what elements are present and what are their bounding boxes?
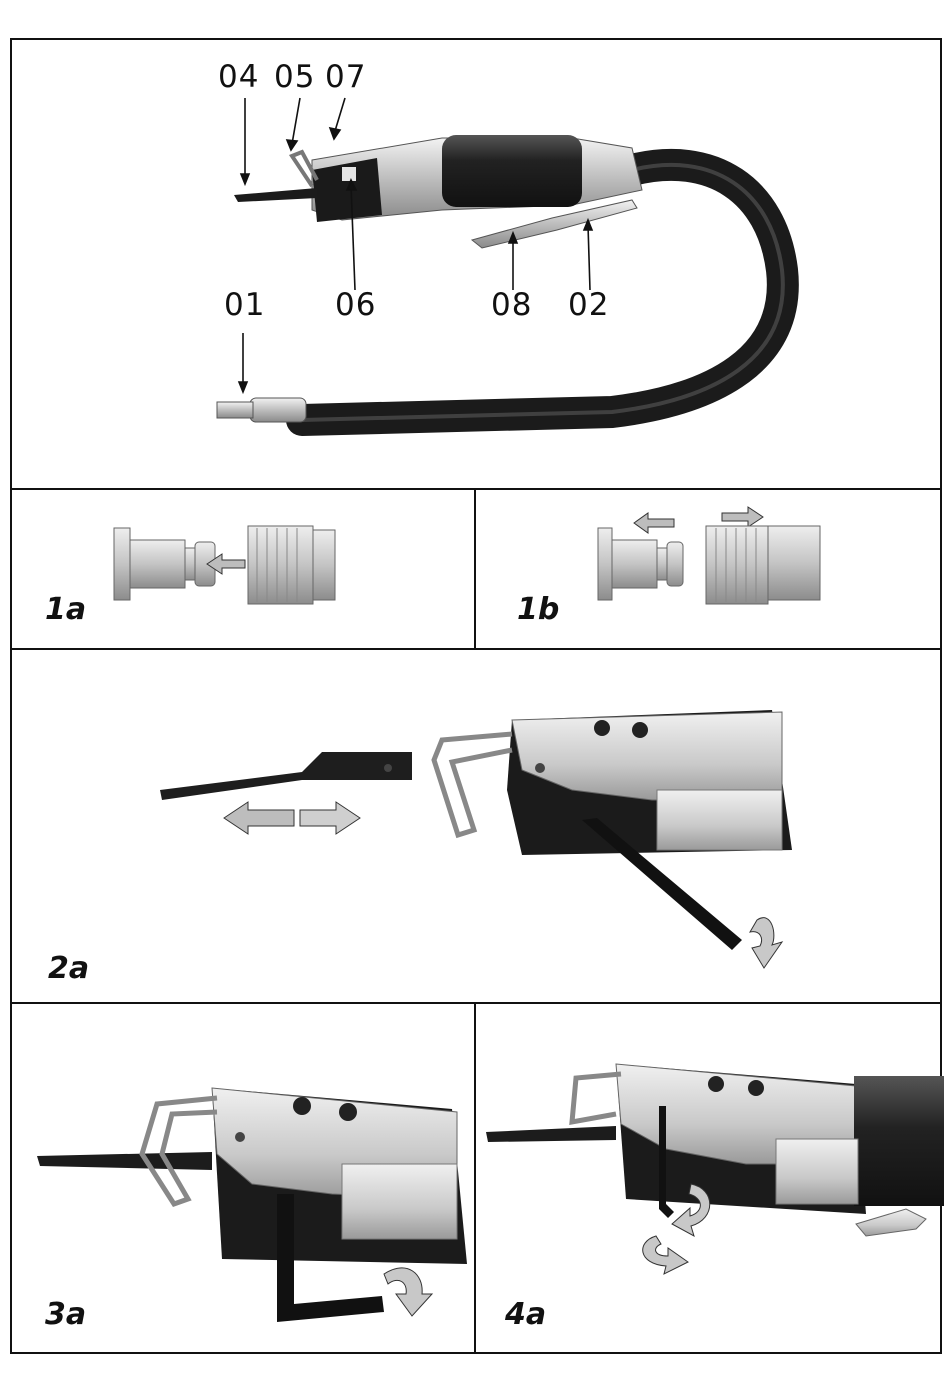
saw-blade <box>160 752 412 800</box>
overview-panel: 04 05 07 06 01 08 02 <box>10 38 942 490</box>
panel-2a: 2a <box>10 648 942 1004</box>
rubber-grip <box>854 1076 944 1206</box>
saw-blade <box>234 188 317 202</box>
lock-button-06 <box>342 167 356 181</box>
plug-body <box>130 540 185 588</box>
callout-08: 08 <box>491 290 532 321</box>
callout-06: 06 <box>335 290 376 321</box>
blade-guard <box>572 1074 621 1122</box>
coupling-connect-illustration <box>12 490 478 652</box>
socket-nut <box>768 526 820 600</box>
figure-label-2a: 2a <box>48 954 89 984</box>
panel-1a: 1a <box>10 488 476 650</box>
rating-label <box>342 1164 457 1239</box>
figure-label-1a: 1a <box>45 595 86 625</box>
key-storage-illustration <box>476 1004 944 1356</box>
rubber-grip <box>442 135 582 207</box>
rotate-arrow <box>384 1268 432 1316</box>
pull-arrow <box>634 513 674 533</box>
rating-label <box>776 1139 858 1204</box>
plug-nipple <box>217 402 253 418</box>
figure-label-3a: 3a <box>45 1300 86 1330</box>
socket-sleeve <box>706 526 768 604</box>
saw-blade <box>37 1152 212 1170</box>
left-arrow <box>224 802 294 834</box>
panel-4a: 4a <box>474 1002 942 1354</box>
figure-label-4a: 4a <box>505 1300 546 1330</box>
panel-1b: 1b <box>474 488 942 650</box>
callout-01: 01 <box>224 290 265 321</box>
blade-guard <box>434 734 512 835</box>
air-saw-overview-illustration <box>12 40 944 492</box>
trigger-lever <box>856 1209 926 1236</box>
blade-guard <box>142 1098 217 1204</box>
right-arrow <box>300 802 360 834</box>
coupling-release-illustration <box>476 490 944 652</box>
panel-3a: 3a <box>10 1002 476 1354</box>
saw-blade <box>486 1126 616 1142</box>
plug-flange <box>114 528 130 600</box>
slide-arrow <box>722 507 763 527</box>
plug-flange <box>598 528 612 600</box>
rotate-arrow-lower <box>643 1236 688 1274</box>
socket-nut <box>313 530 335 600</box>
rating-label <box>657 790 782 850</box>
hose-coupling <box>250 398 306 422</box>
callout-07: 07 <box>325 62 366 93</box>
plug-body <box>612 540 657 588</box>
callout-05: 05 <box>274 62 315 93</box>
socket-sleeve <box>248 526 313 604</box>
rotate-arrow <box>750 918 782 968</box>
plug-tip <box>667 542 683 586</box>
figure-label-1b: 1b <box>517 595 559 625</box>
blade-change-illustration <box>12 650 944 1006</box>
callout-02: 02 <box>568 290 609 321</box>
callout-04: 04 <box>218 62 259 93</box>
